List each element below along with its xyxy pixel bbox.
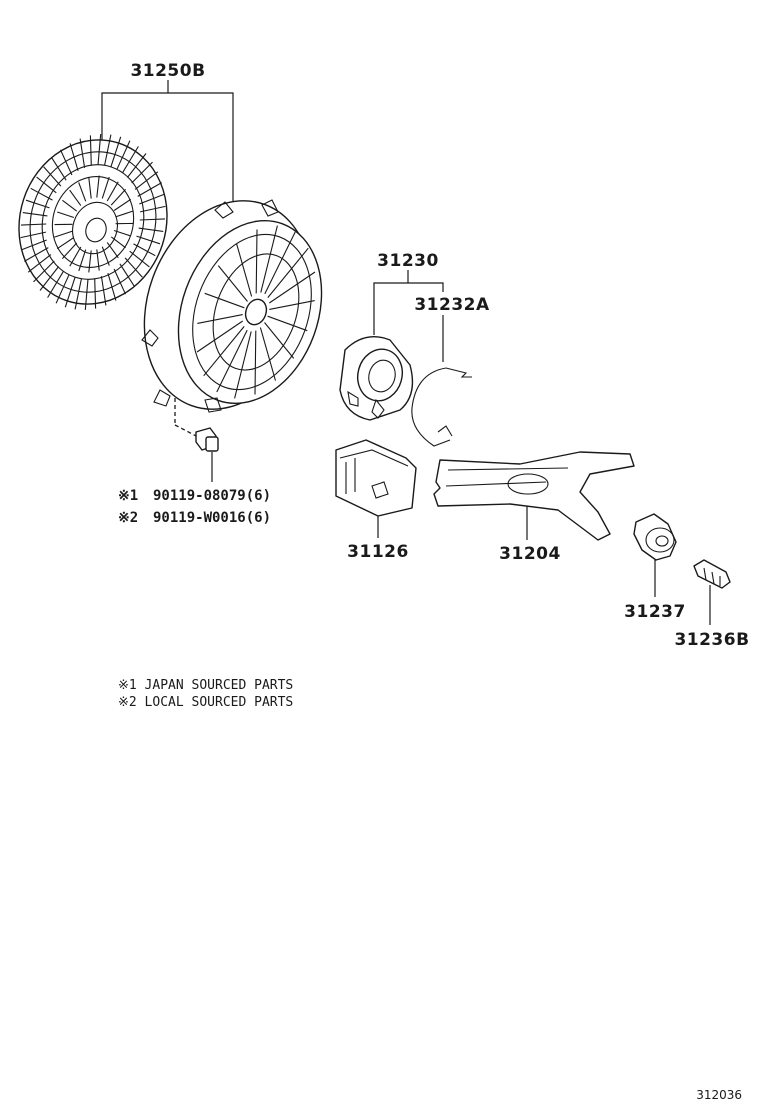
callout-31230: 31230 [377, 251, 439, 271]
legend-japan-sourced: ※1 JAPAN SOURCED PARTS [118, 678, 293, 693]
disc-friction-segments [20, 134, 166, 310]
callout-31250B: 31250B [130, 61, 205, 81]
clutch-disc-drawing [18, 134, 168, 310]
figure-code: 312036 [696, 1088, 742, 1102]
legend-local-sourced: ※2 LOCAL SOURCED PARTS [118, 695, 293, 710]
release-bearing-drawing [339, 336, 414, 421]
fork-boot-drawing [335, 439, 417, 517]
callout-31236B: 31236B [674, 630, 749, 650]
bolt-mark-2: ※2 [118, 510, 138, 526]
fork-support-drawing [633, 513, 677, 561]
release-fork-drawing [433, 451, 635, 541]
bolt-drawing [195, 427, 219, 452]
callout-31126: 31126 [347, 542, 409, 562]
callout-31232A: 31232A [414, 295, 490, 315]
fork-bolt-drawing [693, 559, 731, 589]
bolt-part-1: 90119-08079(6) [153, 488, 271, 504]
callout-31204: 31204 [499, 544, 561, 564]
bearing-clip-drawing [411, 367, 472, 447]
diaphragm-spring-fingers [196, 225, 316, 399]
bolt-part-2: 90119-W0016(6) [153, 510, 271, 526]
clutch-cover-drawing [141, 199, 323, 413]
callout-31237: 31237 [624, 602, 686, 622]
bolt-mark-1: ※1 [118, 488, 138, 504]
